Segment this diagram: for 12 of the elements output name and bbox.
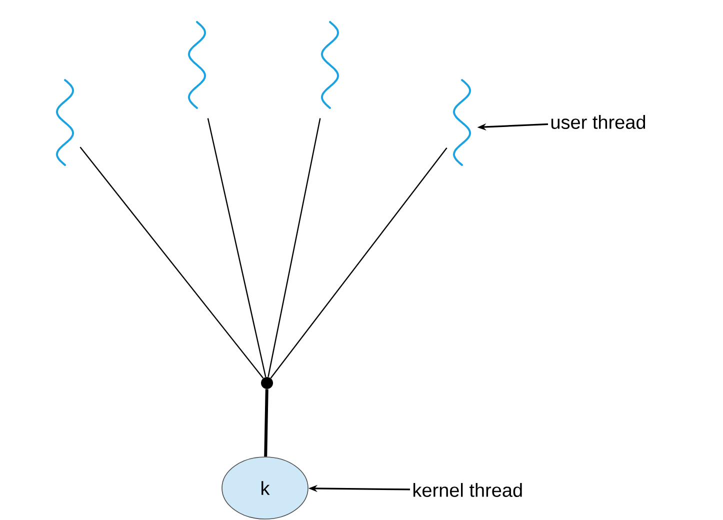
wavy-thread-icon — [453, 79, 471, 166]
connector-line — [268, 118, 321, 378]
wavy-thread-icon — [56, 79, 74, 166]
junction-dot — [261, 377, 273, 389]
connector-line — [80, 146, 264, 379]
connector-line — [270, 147, 448, 378]
wavy-thread-icon — [321, 21, 339, 109]
label-text: kernel thread — [414, 483, 522, 497]
wavy-thread-icon — [188, 21, 206, 109]
label-text: user thread — [551, 115, 646, 129]
connector-line — [207, 118, 266, 378]
connector-line — [264, 389, 268, 457]
